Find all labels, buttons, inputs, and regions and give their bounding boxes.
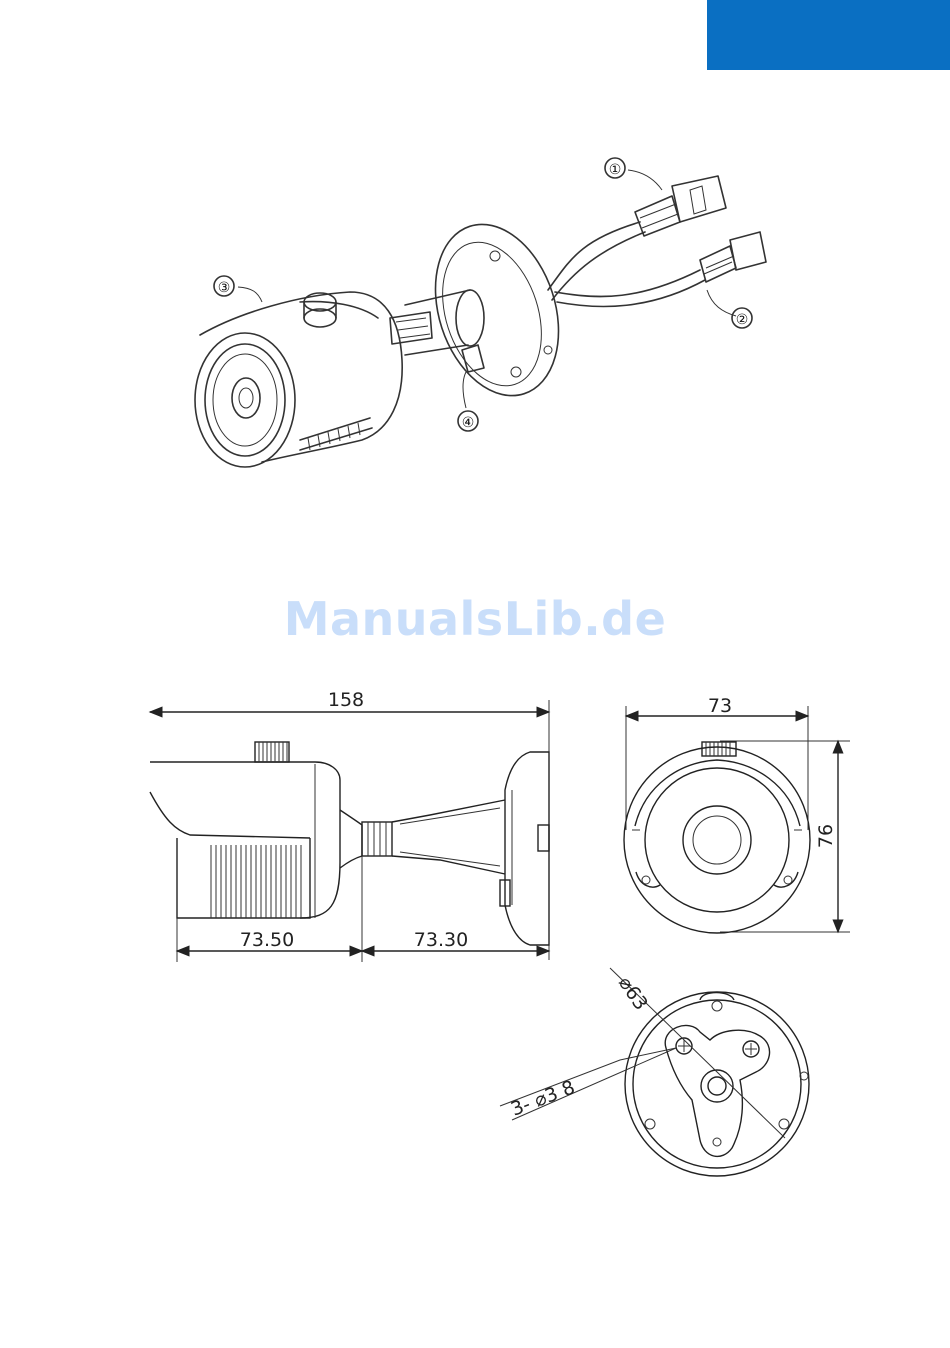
callout-3: ③ — [218, 280, 231, 296]
dim-overall-length: 158 — [328, 689, 364, 711]
callout-2: ② — [736, 312, 749, 328]
dim-front-width: 73 — [708, 695, 732, 717]
dim-front-section: 73.50 — [240, 929, 294, 951]
callout-4: ④ — [462, 415, 475, 431]
front-view-drawing: 73 76 — [624, 695, 850, 933]
callout-1: ① — [609, 162, 622, 178]
dim-screw-holes: 3- ⌀3 8 — [508, 1076, 578, 1120]
mount-base-drawing: ⌀63 3- ⌀3 8 — [500, 968, 809, 1176]
isometric-camera-sketch: ① ② ③ ④ — [195, 158, 766, 467]
dim-front-height: 76 — [815, 824, 837, 848]
dim-rear-section: 73.30 — [414, 929, 468, 951]
side-view-drawing: 158 73.50 73.30 — [150, 689, 549, 962]
dim-hole-circle: ⌀63 — [614, 972, 652, 1014]
watermark: ManualsLib.de — [0, 592, 950, 646]
